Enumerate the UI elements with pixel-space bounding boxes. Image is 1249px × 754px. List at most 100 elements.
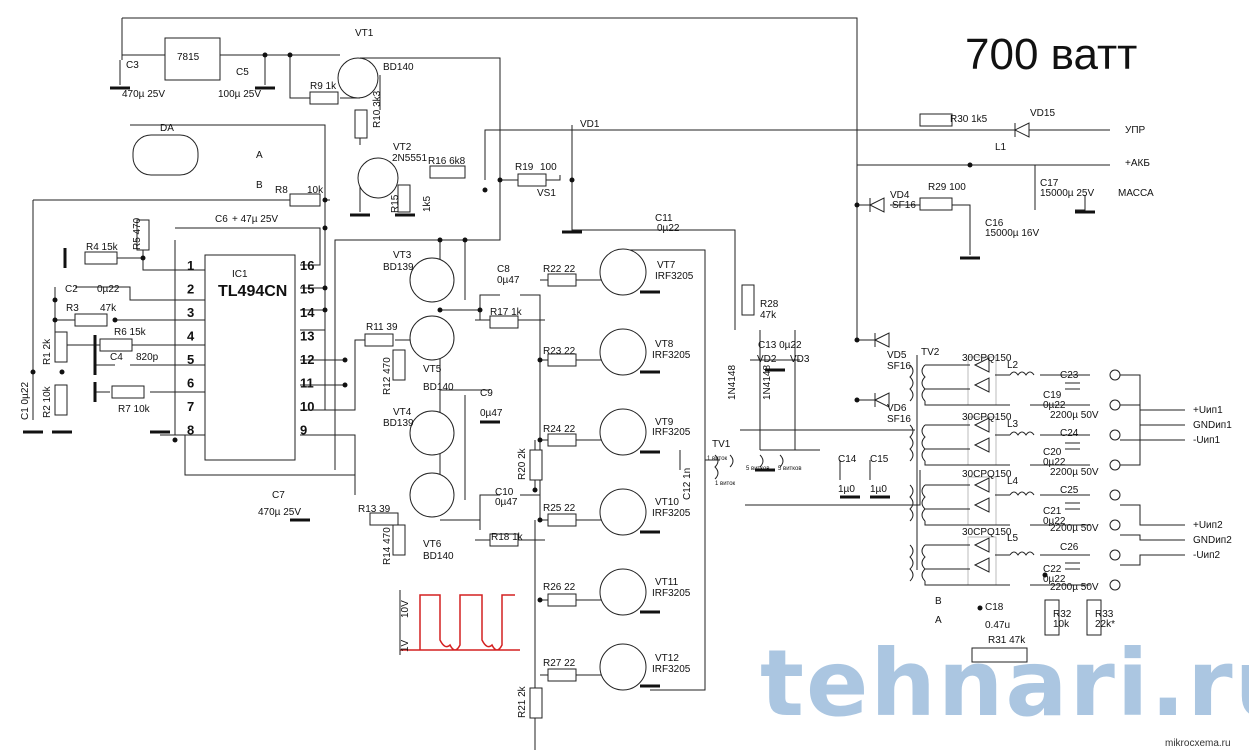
wire (1120, 374, 1185, 566)
bjt-transistor (409, 472, 455, 518)
component-label: +АКБ (1125, 158, 1150, 169)
component-label: 0µ47 (495, 497, 518, 508)
component-label: VD1 (580, 119, 600, 130)
component-label: R22 22 (543, 264, 576, 275)
junction-dot (537, 437, 543, 443)
component-label: R13 39 (358, 504, 391, 515)
transformer-winding (909, 364, 914, 402)
terminal (1109, 429, 1121, 441)
component-label: IRF3205 (655, 271, 694, 282)
component-label: C25 (1060, 485, 1079, 496)
component-label: 15000µ 16V (985, 228, 1039, 239)
terminal (1109, 399, 1121, 411)
terminal (1109, 579, 1121, 591)
component-label: IRF3205 (652, 350, 691, 361)
junction-dot (52, 317, 58, 323)
wire (924, 364, 1090, 406)
component-label: 47k (760, 310, 777, 321)
wire (75, 286, 205, 301)
component-label: TV2 (921, 347, 940, 358)
component-label: DA (160, 123, 174, 134)
resistor (364, 333, 394, 347)
resistor (489, 315, 519, 329)
junction-dot (854, 397, 860, 403)
transformer-winding (909, 484, 914, 522)
ic-pin-number: 13 (300, 329, 314, 344)
junction-dot (342, 357, 348, 363)
resistor (547, 668, 577, 682)
junction-dot (854, 202, 860, 208)
resistor (136, 219, 150, 251)
ic-pin-number: 7 (187, 399, 194, 414)
component-label: C15 (870, 454, 889, 465)
wire (175, 227, 321, 266)
wire (440, 494, 500, 521)
resistor (289, 193, 321, 207)
junction-dot (977, 605, 983, 611)
terminal (1109, 489, 1121, 501)
resistor (84, 251, 118, 265)
component-label: R9 1k (310, 81, 337, 92)
component-label: 100 (540, 162, 557, 173)
component-label: 1 виток (715, 481, 736, 487)
resistor (547, 433, 577, 447)
component-label: VT6 (423, 539, 442, 550)
component-label: VS1 (537, 188, 556, 199)
resistor (111, 385, 145, 399)
ic-pin-number: 12 (300, 352, 314, 367)
ic-pin-number: 1 (187, 258, 194, 273)
component-label: R11 39 (366, 322, 398, 333)
resistor (99, 338, 133, 352)
bjt-transistor (409, 315, 455, 361)
resistor (429, 165, 466, 179)
resistor (547, 273, 577, 287)
watermark-logo: tehnari.ru (760, 630, 1249, 737)
component-label: C8 (497, 264, 510, 275)
component-label: 30CPQ150 (962, 412, 1012, 423)
resistor (489, 533, 519, 547)
inductor (1009, 431, 1035, 436)
ic-part-number: TL494CN (218, 283, 287, 300)
wire (142, 250, 205, 271)
junction-dot (462, 237, 468, 243)
ic-pin-number: 16 (300, 258, 314, 273)
junction-dot (322, 197, 328, 203)
ic-pin-number: 14 (300, 305, 315, 320)
diode-vd5 (873, 332, 890, 348)
component-label: SF16 (887, 361, 911, 372)
component-label: IC1 (232, 269, 248, 280)
output-terminal-label: GNDип1 (1193, 420, 1232, 431)
capacitor (1065, 502, 1080, 510)
component-label: 2200µ 50V (1050, 410, 1099, 421)
component-label: 1 виток (707, 456, 728, 462)
component-label: 15000µ 25V (1040, 188, 1094, 199)
output-terminal-label: GNDип2 (1193, 535, 1232, 546)
ic-pin-number: 6 (187, 376, 194, 391)
inductor (1009, 491, 1035, 496)
wire (440, 294, 500, 311)
terminal (1109, 549, 1121, 561)
component-label: VT2 (393, 142, 412, 153)
component-label: 1k5 (422, 195, 433, 212)
component-label: IRF3205 (652, 508, 691, 519)
component-label: 0µ22 (1043, 457, 1066, 468)
component-label: R31 47k (988, 635, 1026, 646)
component-label: VT7 (657, 260, 676, 271)
component-label: 22k* (1095, 619, 1115, 630)
component-label: C24 (1060, 428, 1079, 439)
component-label: C12 1n (682, 468, 693, 500)
mosfet-transistor (599, 328, 647, 376)
component-label: R20 2k (517, 447, 528, 480)
component-label: 30CPQ150 (962, 469, 1012, 480)
diode (973, 417, 990, 433)
component-label: C26 (1060, 542, 1079, 553)
resistor (919, 113, 953, 127)
component-label: SF16 (892, 200, 916, 211)
junction-dot (477, 307, 483, 313)
component-label: R30 1k5 (950, 114, 988, 125)
component-label: C19 (1043, 390, 1062, 401)
ic-tl494cn (204, 254, 296, 461)
resistor (919, 197, 953, 211)
wire (924, 484, 1090, 526)
component-label: R16 6k8 (428, 156, 466, 167)
